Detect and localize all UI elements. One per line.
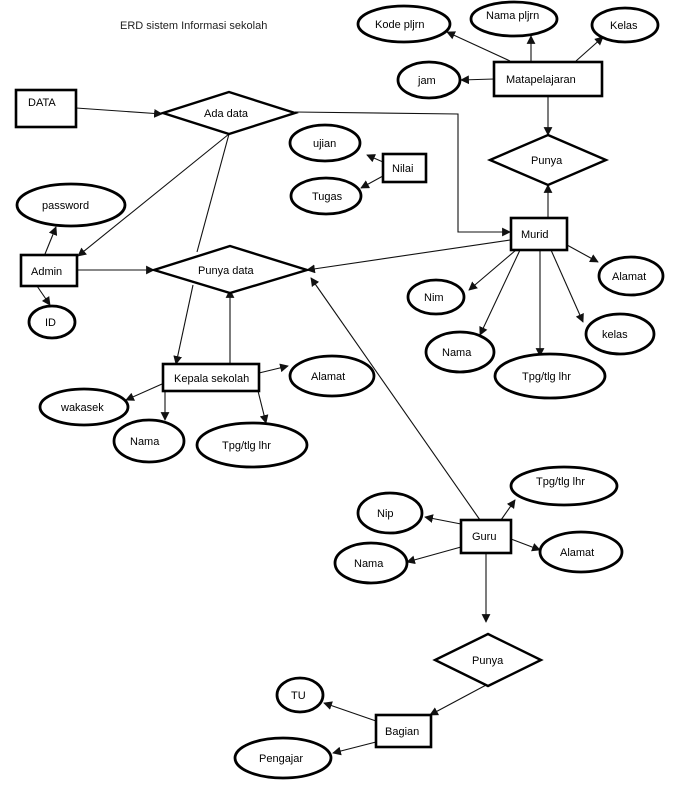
entity-matapelajaran: Matapelajaran bbox=[492, 60, 604, 98]
attribute-jam-label: jam bbox=[417, 75, 436, 87]
attribute-tu-label: TU bbox=[291, 690, 306, 702]
entity-admin-label: Admin bbox=[31, 266, 62, 278]
attribute-nama-kepsek-label: Nama bbox=[130, 436, 160, 448]
entity-nilai: Nilai bbox=[381, 152, 428, 184]
relationship-punya-guru-label: Punya bbox=[472, 655, 504, 667]
attribute-wakasek-label: wakasek bbox=[60, 402, 104, 414]
entity-murid: Murid bbox=[509, 216, 569, 252]
entity-data: DATA bbox=[14, 88, 78, 129]
attribute-id: ID bbox=[27, 304, 77, 340]
relationship-punya-guru: Punya bbox=[432, 632, 544, 688]
entity-bagian: Bagian bbox=[374, 713, 433, 749]
attribute-kelas-murid-label: kelas bbox=[602, 329, 628, 341]
attribute-kode-pljrn: Kode pljrn bbox=[356, 4, 452, 44]
diagram-title: ERD sistem Informasi sekolah bbox=[120, 20, 267, 32]
attribute-nama-guru: Nama bbox=[333, 541, 409, 585]
attribute-password: password bbox=[15, 182, 127, 228]
entity-kepala-sekolah: Kepala sekolah bbox=[161, 362, 261, 393]
attribute-kelas-murid: kelas bbox=[584, 312, 656, 356]
attribute-nama-pljrn-label: Nama pljrn bbox=[486, 10, 539, 22]
attribute-nama-pljrn: Nama pljrn bbox=[469, 0, 559, 38]
attribute-tpg-kepsek-label: Tpg/tlg lhr bbox=[222, 440, 271, 452]
attribute-alamat-kepsek-label: Alamat bbox=[311, 371, 345, 383]
attribute-tpg-kepsek: Tpg/tlg lhr bbox=[195, 421, 309, 469]
attribute-pengajar: Pengajar bbox=[233, 736, 333, 780]
entity-nilai-label: Nilai bbox=[392, 163, 413, 175]
relationship-punya-murid-label: Punya bbox=[531, 155, 563, 167]
attribute-wakasek: wakasek bbox=[38, 387, 130, 427]
relationship-punya-murid: Punya bbox=[486, 133, 610, 187]
attribute-kelas-mapel-label: Kelas bbox=[610, 20, 638, 32]
attribute-ujian-label: ujian bbox=[313, 138, 336, 150]
attribute-nama-kepsek: Nama bbox=[112, 418, 186, 464]
attribute-jam: jam bbox=[396, 60, 462, 100]
relationship-ada-data: Ada data bbox=[159, 90, 299, 136]
attribute-tpg-guru: Tpg/tlg lhr bbox=[509, 465, 619, 507]
entity-guru-label: Guru bbox=[472, 531, 496, 543]
attribute-nama-guru-label: Nama bbox=[354, 558, 384, 570]
attribute-nim-label: Nim bbox=[424, 292, 444, 304]
attribute-alamat-murid-label: Alamat bbox=[612, 271, 646, 283]
attribute-ujian: ujian bbox=[288, 123, 362, 163]
entity-matapelajaran-label: Matapelajaran bbox=[506, 74, 576, 86]
attribute-tpg-murid: Tpg/tlg lhr bbox=[493, 352, 607, 400]
attribute-tugas: Tugas bbox=[289, 176, 363, 216]
relationship-punya-data: Punya data bbox=[149, 244, 312, 295]
attribute-tpg-murid-label: Tpg/tlg lhr bbox=[522, 371, 571, 383]
entity-murid-label: Murid bbox=[521, 229, 549, 241]
entity-bagian-label: Bagian bbox=[385, 726, 419, 738]
attribute-alamat-murid: Alamat bbox=[597, 255, 665, 297]
attribute-tu: TU bbox=[275, 676, 325, 714]
attribute-kelas-mapel: Kelas bbox=[590, 6, 660, 44]
attribute-tugas-label: Tugas bbox=[312, 191, 343, 203]
attribute-nama-murid: Nama bbox=[424, 330, 496, 374]
entity-guru: Guru bbox=[459, 518, 513, 555]
attribute-alamat-guru: Alamat bbox=[538, 530, 624, 574]
attribute-nip-label: Nip bbox=[377, 508, 394, 520]
attribute-tpg-guru-label: Tpg/tlg lhr bbox=[536, 476, 585, 488]
entity-kepala-sekolah-label: Kepala sekolah bbox=[174, 373, 249, 385]
attribute-alamat-kepsek: Alamat bbox=[288, 354, 376, 398]
connector-lines bbox=[36, 31, 604, 756]
relationship-ada-data-label: Ada data bbox=[204, 108, 249, 120]
relationship-punya-data-label: Punya data bbox=[198, 265, 255, 277]
attribute-nama-murid-label: Nama bbox=[442, 347, 472, 359]
attribute-nip: Nip bbox=[356, 491, 424, 535]
attribute-id-label: ID bbox=[45, 317, 56, 329]
attribute-kode-pljrn-label: Kode pljrn bbox=[375, 19, 425, 31]
entity-data-label: DATA bbox=[28, 97, 56, 109]
attribute-password-label: password bbox=[42, 200, 89, 212]
attribute-nim: Nim bbox=[406, 278, 466, 316]
entity-admin: Admin bbox=[19, 253, 79, 288]
attribute-pengajar-label: Pengajar bbox=[259, 753, 303, 765]
attribute-alamat-guru-label: Alamat bbox=[560, 547, 594, 559]
